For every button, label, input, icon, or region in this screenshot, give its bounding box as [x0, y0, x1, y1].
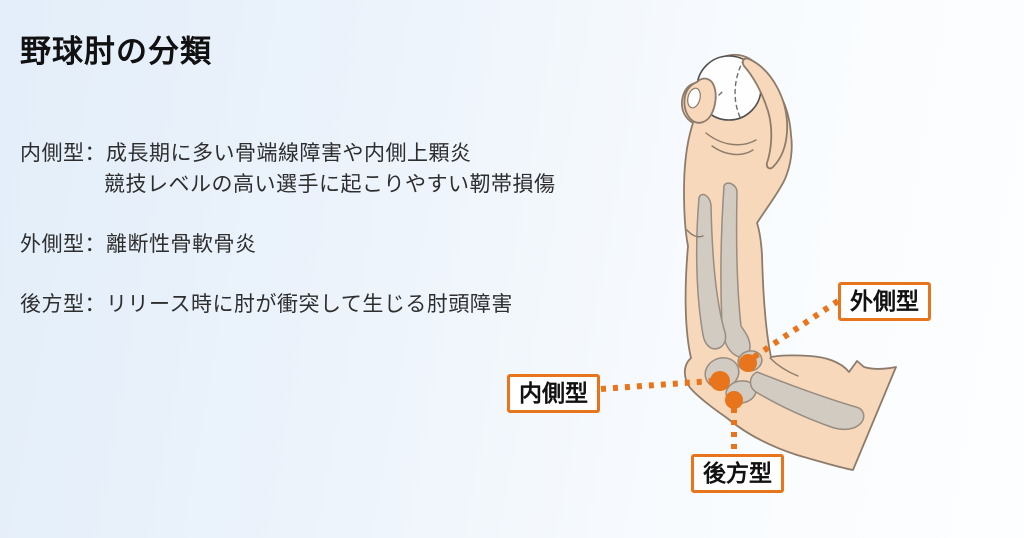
page-title: 野球肘の分類: [20, 34, 212, 69]
forearm-bones: [695, 182, 751, 358]
label-medial-type: 内側型: [507, 374, 600, 413]
marker-dot-lateral: [739, 354, 757, 372]
label-posterior-type: 後方型: [691, 454, 784, 493]
wrist-crease: [686, 229, 704, 238]
radius-bone: [695, 193, 727, 350]
finger-crease-2: [711, 145, 754, 156]
finger-crease-1: [705, 132, 757, 146]
elbow-fold-crease: [769, 357, 799, 377]
thumb-nail: [687, 87, 701, 109]
humerus-bone: [749, 371, 865, 431]
description-posterior: 後方型：リリース時に肘が衝突して生じる肘頭障害: [20, 293, 513, 316]
description-medial-line1: 内側型：成長期に多い骨端線障害や内側上顆炎: [20, 142, 472, 165]
marker-dot-posterior: [725, 391, 743, 409]
hand: [683, 57, 799, 377]
marker-dot-medial: [710, 371, 730, 391]
ulna-bone: [720, 182, 751, 358]
index-finger: [741, 57, 789, 170]
description-medial-line2: 競技レベルの高い選手に起こりやすい靭帯損傷: [104, 173, 556, 196]
label-lateral-type: 外側型: [838, 282, 931, 321]
leader-line-lateral: [752, 298, 840, 360]
description-lateral: 外側型：離断性骨軟骨炎: [20, 233, 257, 256]
baseball-seam-short: [701, 90, 724, 113]
